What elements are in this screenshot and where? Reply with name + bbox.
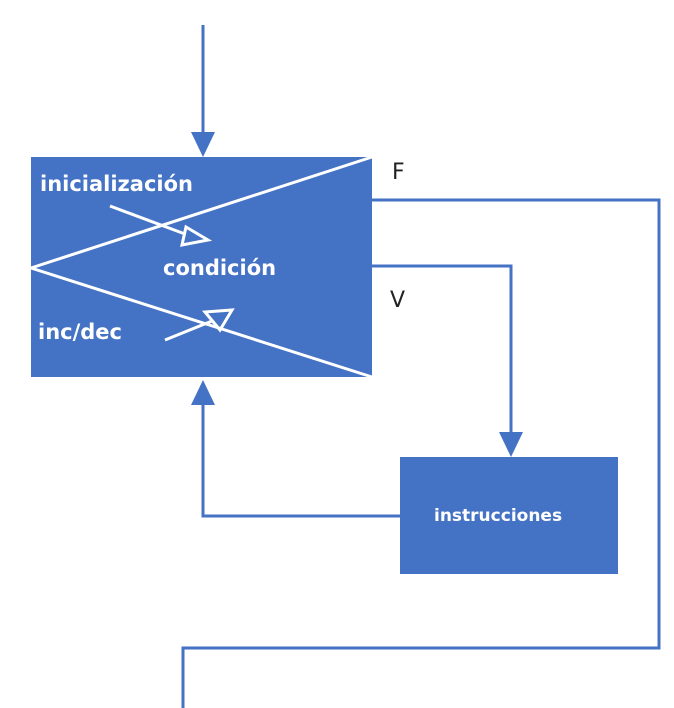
return-line xyxy=(201,402,400,518)
condition-label: condición xyxy=(163,256,277,280)
init-arrow xyxy=(109,204,186,236)
true-branch-arrowhead xyxy=(499,432,523,457)
false-label: F xyxy=(392,160,405,185)
entry-arrowhead xyxy=(191,132,215,157)
body-box xyxy=(400,457,618,574)
step-label: inc/dec xyxy=(38,320,122,344)
true-label: V xyxy=(390,288,406,313)
init-arrowhead-icon xyxy=(180,224,213,247)
init-label: inicialización xyxy=(40,172,193,196)
true-branch-line xyxy=(372,264,513,435)
loop-box xyxy=(31,157,372,377)
step-arrow xyxy=(164,319,213,342)
body-label: instrucciones xyxy=(434,506,563,526)
step-arrowhead-icon xyxy=(201,308,235,333)
return-arrowhead xyxy=(191,380,215,405)
loop-box-diagonal-bottom xyxy=(30,266,373,379)
false-branch-line xyxy=(181,198,661,708)
loop-box-diagonal-top xyxy=(30,155,373,270)
